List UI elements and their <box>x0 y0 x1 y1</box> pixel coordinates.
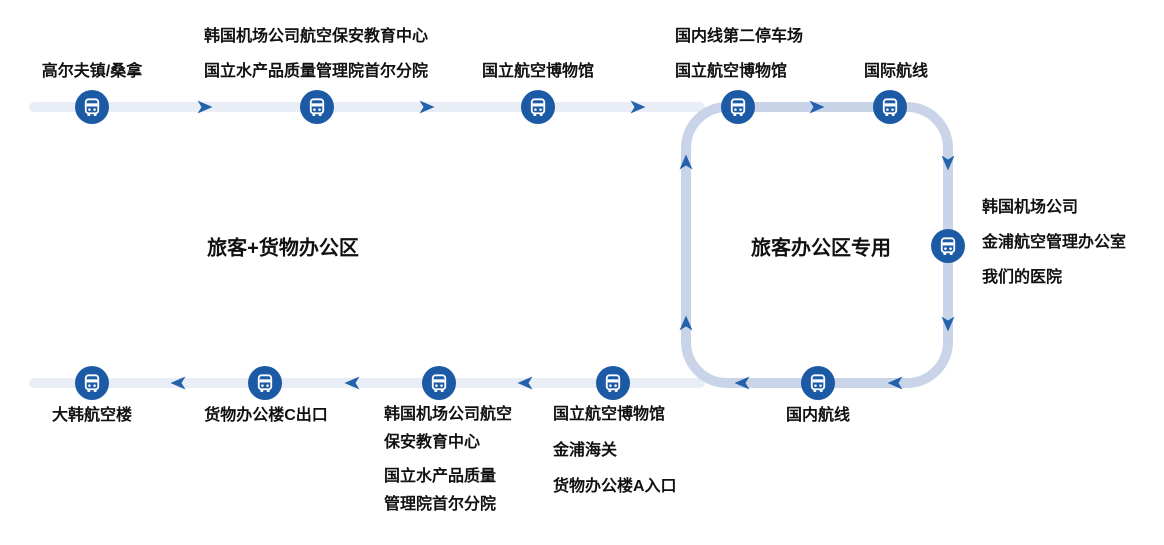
direction-arrow-down <box>942 317 955 332</box>
bus-icon <box>428 372 450 394</box>
bus-stop-domestic-flights <box>801 366 835 400</box>
direction-arrow-up <box>680 316 693 331</box>
stop-label-golf-town-sauna: 高尔夫镇/桑拿 <box>41 63 143 80</box>
direction-arrow-right <box>631 101 646 114</box>
bus-stop-aviation-museum-outbound <box>521 90 555 124</box>
stop-label-cargo-building-c-exit: 货物办公楼C出口 <box>204 407 328 424</box>
bus-stop-airports-corporation <box>931 229 965 263</box>
stop-label-international-flights: 国际航线 <box>863 63 929 80</box>
stop-label-aviation-museum-outbound: 国立航空博物馆 <box>481 63 595 80</box>
route-line-top <box>29 102 705 112</box>
bus-stop-international-flights <box>873 90 907 124</box>
direction-arrow-right <box>420 101 435 114</box>
bus-icon <box>879 96 901 118</box>
bus-icon <box>254 372 276 394</box>
bus-stop-domestic-parking-lot-2 <box>721 90 755 124</box>
bus-stop-golf-town-sauna <box>75 90 109 124</box>
bus-icon <box>306 96 328 118</box>
bus-icon <box>602 372 624 394</box>
bus-icon <box>81 96 103 118</box>
bus-icon <box>81 372 103 394</box>
bus-icon <box>807 372 829 394</box>
bus-icon <box>727 96 749 118</box>
bus-icon <box>937 235 959 257</box>
zone-label-passenger-area-only: 旅客办公区专用 <box>751 237 891 260</box>
stop-label-korean-air-building: 大韩航空楼 <box>51 407 133 424</box>
direction-arrow-right <box>198 101 213 114</box>
stop-label-airports-corporation: 韩国机场公司 金浦航空管理办公室 我们的医院 <box>982 199 1127 286</box>
bus-stop-cargo-building-c-exit <box>248 366 282 400</box>
direction-arrow-left <box>735 377 750 390</box>
stop-label-aviation-museum-inbound: 国立航空博物馆 金浦海关 货物办公楼A入口 <box>553 406 677 495</box>
bus-stop-security-education-center-outbound <box>300 90 334 124</box>
bus-stop-aviation-museum-inbound <box>596 366 630 400</box>
stop-label-domestic-flights: 国内航线 <box>785 407 851 424</box>
direction-arrow-right <box>810 101 825 114</box>
stop-label-domestic-parking-lot-2: 国内线第二停车场 国立航空博物馆 <box>675 28 804 80</box>
direction-arrow-down <box>942 156 955 171</box>
direction-arrow-up <box>680 155 693 170</box>
direction-arrow-left <box>171 377 186 390</box>
direction-arrow-left <box>888 377 903 390</box>
stop-label-security-education-center-outbound: 韩国机场公司航空保安教育中心 国立水产品质量管理院首尔分院 <box>203 28 429 80</box>
stop-label-security-education-center-inbound: 韩国机场公司航空 保安教育中心 国立水产品质量 管理院首尔分院 <box>384 406 513 513</box>
bus-stop-korean-air-building <box>75 366 109 400</box>
direction-arrow-left <box>518 377 533 390</box>
route-line-bottom <box>29 378 705 388</box>
bus-stop-security-education-center-inbound <box>422 366 456 400</box>
direction-arrow-left <box>345 377 360 390</box>
bus-icon <box>527 96 549 118</box>
zone-label-passenger-cargo-area: 旅客+货物办公区 <box>207 237 359 260</box>
